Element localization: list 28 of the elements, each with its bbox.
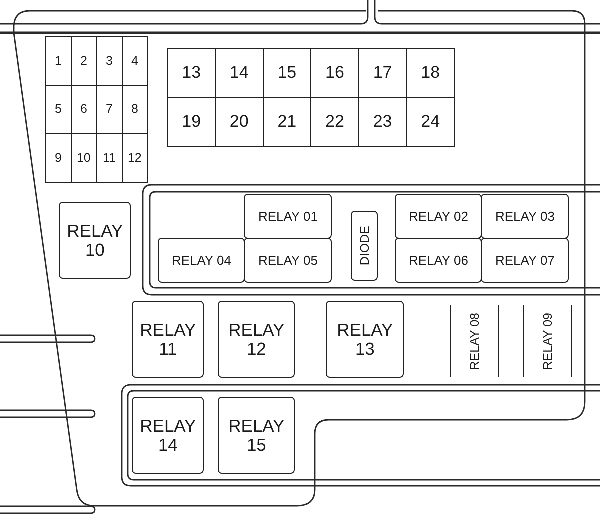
relay-slot: RELAY 10: [59, 202, 132, 280]
relay-slot: RELAY 05: [244, 238, 332, 284]
fuse-slot: 16: [310, 48, 360, 98]
relay-slot: RELAY 07: [481, 238, 570, 284]
relay-slot: RELAY 11: [132, 301, 204, 378]
relay-slot: RELAY 12: [218, 301, 296, 378]
relay-slot: RELAY 08: [450, 305, 500, 378]
fuse-slot: 17: [358, 48, 408, 98]
relay-slot: RELAY 06: [395, 238, 482, 284]
fuse-slot: 23: [358, 97, 408, 148]
fuse-slot: 24: [406, 97, 456, 148]
relay-slot: RELAY 15: [218, 397, 296, 474]
fuse-slot: 13: [167, 48, 216, 98]
relay-slot: RELAY 02: [395, 194, 482, 240]
relay-slot: RELAY 01: [244, 194, 332, 240]
relay-slot: RELAY 03: [481, 194, 570, 240]
fuse-slot: 9: [45, 133, 72, 183]
relay-slot: RELAY 14: [132, 397, 204, 474]
relay-slot: RELAY 04: [158, 238, 246, 284]
relay-slot: RELAY 09: [523, 305, 572, 378]
fuse-slot: 19: [167, 97, 216, 148]
fuse-slot: 1: [45, 36, 72, 86]
relay-slot: RELAY 13: [326, 301, 404, 378]
fuse-slot: 22: [310, 97, 360, 148]
fuse-slot: 12: [122, 133, 148, 183]
diode-slot: DIODE: [351, 211, 378, 282]
fuse-slot: 18: [406, 48, 456, 98]
fuse-slot: 4: [122, 36, 148, 86]
